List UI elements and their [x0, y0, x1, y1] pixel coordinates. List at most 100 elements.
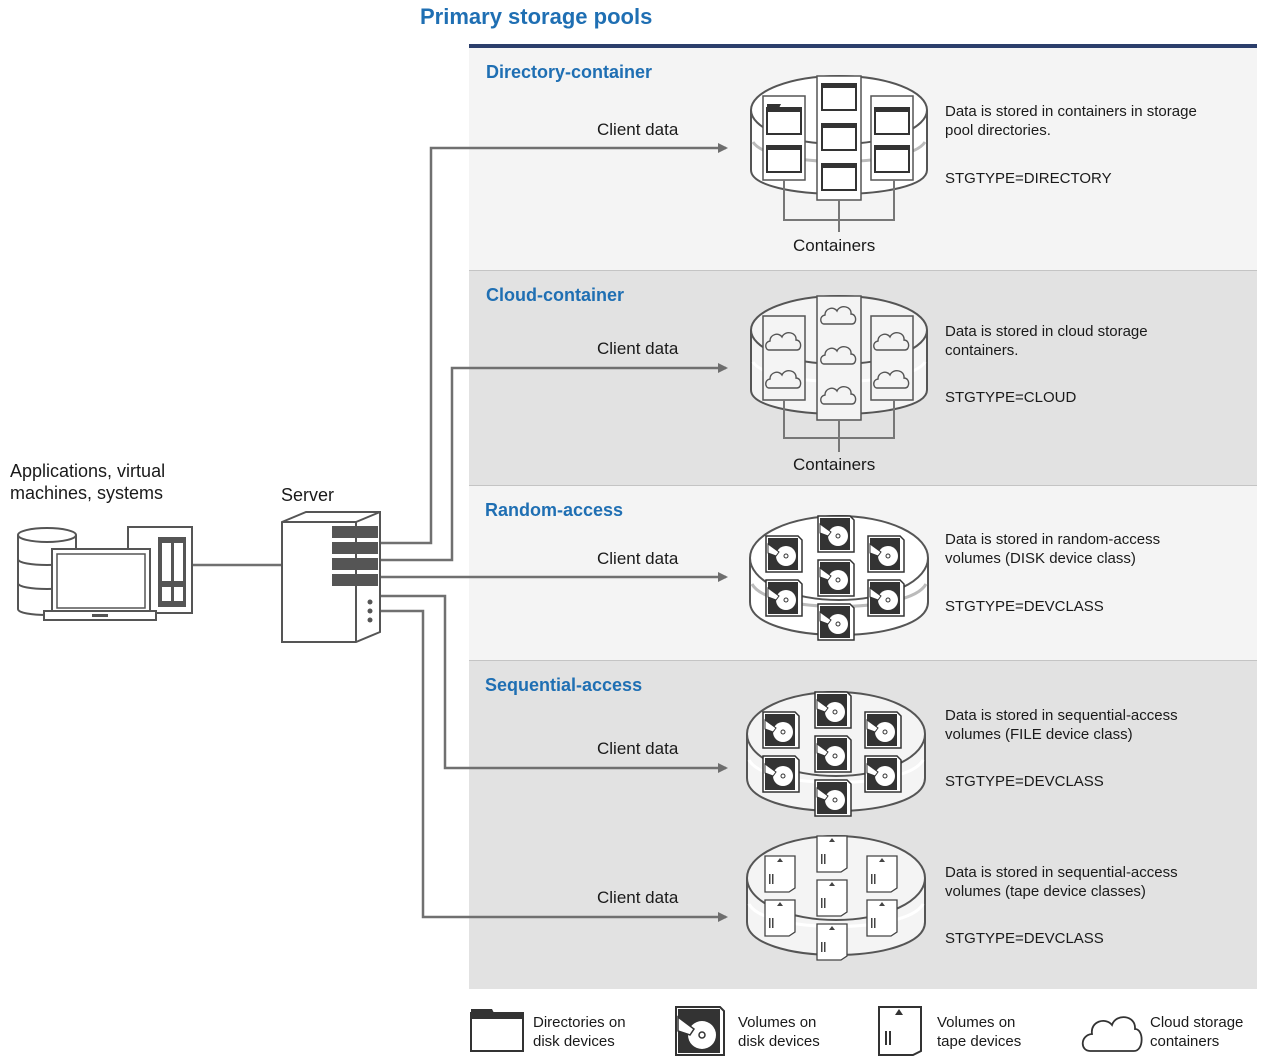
disk-volume-icon: [864, 711, 902, 749]
client-data-label: Client data: [597, 888, 679, 907]
laptop-icon: [43, 548, 157, 621]
stgtype-label: STGTYPE=DEVCLASS: [945, 930, 1104, 947]
stgtype-label: STGTYPE=DEVCLASS: [945, 773, 1104, 790]
pool-description: Data is stored in random-access volumes …: [945, 530, 1245, 568]
source-label-line: Applications, virtual: [10, 461, 166, 481]
cloud-icon: [765, 370, 802, 389]
disk-volume-icon: [817, 603, 855, 641]
applications-icon: [17, 526, 193, 621]
stgtype-label: STGTYPE=DIRECTORY: [945, 170, 1112, 187]
source-label-line: machines, systems: [10, 483, 164, 503]
folder-icon: [874, 145, 910, 173]
folder-icon: [766, 104, 802, 135]
arrow-to-cloud-container: [380, 363, 728, 562]
folder-icon: [821, 163, 857, 191]
disk-volume-icon: [814, 735, 852, 773]
cloud-icon: [873, 332, 910, 351]
client-data-label: Client data: [597, 739, 679, 758]
disk-volume-icon: [867, 579, 905, 617]
pool-description: Data is stored in sequential-access volu…: [945, 706, 1245, 744]
cloud-icon: [820, 306, 857, 325]
legend-label-line: Volumes on: [738, 1014, 817, 1031]
tape-volume-icon: [816, 879, 848, 917]
disk-volume-icon: [817, 559, 855, 597]
description-line: Data is stored in containers in storage: [945, 103, 1197, 120]
server-icon: [281, 511, 381, 643]
pool-title-directory-container: Directory-container: [486, 62, 653, 82]
description-line: volumes (DISK device class): [945, 550, 1136, 567]
pool-title-cloud-container: Cloud-container: [486, 285, 624, 305]
description-line: volumes (FILE device class): [945, 726, 1133, 743]
pool-description: Data is stored in containers in storage …: [945, 102, 1245, 140]
stgtype-label: STGTYPE=CLOUD: [945, 389, 1077, 406]
client-data-label: Client data: [597, 549, 679, 568]
cloud-icon: [873, 370, 910, 389]
folder-icon: [874, 107, 910, 135]
tape-volume-icon: [816, 923, 848, 961]
description-line: Data is stored in cloud storage: [945, 323, 1148, 340]
disk-volume-icon: [765, 579, 803, 617]
folder-icon: [766, 145, 802, 173]
arrow-to-sequential-file: [380, 594, 728, 773]
description-line: volumes (tape device classes): [945, 883, 1146, 900]
legend-label-line: Directories on: [533, 1014, 626, 1031]
legend-label-line: containers: [1150, 1033, 1220, 1050]
cloud-icon: [1081, 1016, 1143, 1052]
pool-description: Data is stored in cloud storage containe…: [945, 322, 1245, 360]
tape-volume-icon: [866, 899, 898, 937]
tape-volume-icon: [816, 835, 848, 873]
disk-volume-icon: [814, 691, 852, 729]
containers-label: Containers: [793, 236, 876, 255]
server-label: Server: [281, 485, 335, 505]
description-line: containers.: [945, 342, 1019, 359]
folder-icon: [470, 1009, 524, 1052]
disk-volume-icon: [762, 711, 800, 749]
directory-container-pool-graphic: [750, 75, 928, 232]
legend-label-line: disk devices: [533, 1033, 615, 1050]
disk-volume-icon: [864, 755, 902, 793]
legend-label-line: tape devices: [937, 1033, 1022, 1050]
sequential-tape-pool-graphic: [746, 835, 926, 961]
pool-title-random-access: Random-access: [485, 500, 624, 520]
arrow-to-directory-container: [380, 143, 728, 545]
tape-volume-icon: [764, 899, 796, 937]
legend-label-line: Volumes on: [937, 1014, 1016, 1031]
disk-volume-icon: [762, 755, 800, 793]
legend-label-tape-volumes: Volumes on tape devices: [937, 1013, 1021, 1051]
diagram-title: Primary storage pools: [420, 4, 653, 29]
folder-icon: [821, 83, 857, 111]
description-line: pool directories.: [945, 122, 1051, 139]
containers-label: Containers: [793, 455, 876, 474]
description-line: Data is stored in random-access: [945, 531, 1161, 548]
stgtype-label: STGTYPE=DEVCLASS: [945, 598, 1104, 615]
tape-volume-icon: [764, 855, 796, 893]
pool-title-sequential-access: Sequential-access: [485, 675, 643, 695]
sequential-file-pool-graphic: [746, 691, 926, 817]
legend-label-cloud-containers: Cloud storage containers: [1150, 1013, 1243, 1051]
cloud-icon: [820, 386, 857, 405]
disk-volume-icon: [817, 515, 855, 553]
source-label: Applications, virtual machines, systems: [10, 460, 165, 504]
cloud-container-pool-graphic: [750, 295, 928, 452]
description-line: Data is stored in sequential-access: [945, 864, 1178, 881]
client-data-label: Client data: [597, 120, 679, 139]
legend-label-disk-volumes: Volumes on disk devices: [738, 1013, 820, 1051]
pool-description: Data is stored in sequential-access volu…: [945, 863, 1245, 901]
cloud-icon: [765, 332, 802, 351]
folder-icon: [821, 123, 857, 151]
random-access-pool-graphic: [749, 515, 929, 641]
tape-volume-icon: [866, 855, 898, 893]
legend-label-line: Cloud storage: [1150, 1014, 1244, 1031]
arrow-to-sequential-tape: [380, 609, 728, 922]
disk-volume-icon: [675, 1006, 725, 1056]
disk-volume-icon: [765, 535, 803, 573]
client-data-label: Client data: [597, 339, 679, 358]
description-line: Data is stored in sequential-access: [945, 707, 1178, 724]
legend-label-line: disk devices: [738, 1033, 820, 1050]
disk-volume-icon: [814, 779, 852, 817]
disk-volume-icon: [867, 535, 905, 573]
cloud-icon: [820, 346, 857, 365]
tape-volume-icon: [878, 1006, 922, 1056]
legend-label-directories: Directories on disk devices: [533, 1013, 626, 1051]
